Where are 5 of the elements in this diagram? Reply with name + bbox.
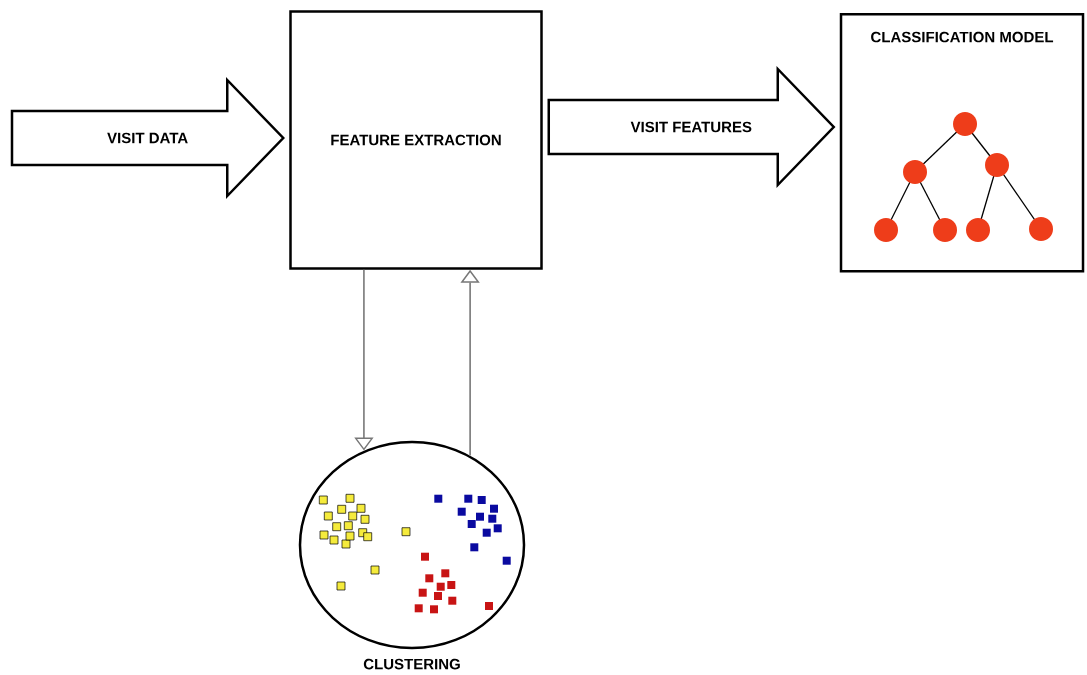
node-label: CLUSTERING: [363, 658, 460, 670]
model-box: CLASSIFICATION MODEL: [839, 13, 1085, 273]
block-arrow: [10, 76, 285, 200]
process-box: FEATURE EXTRACTION: [289, 10, 543, 270]
block-arrow: [547, 65, 836, 189]
